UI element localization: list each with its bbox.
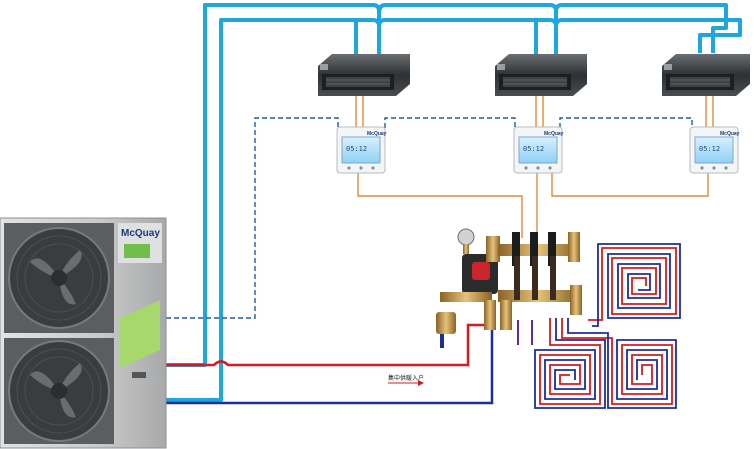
- thermostat-button[interactable]: [536, 166, 540, 170]
- thermostat-button[interactable]: [347, 166, 351, 170]
- thermostat-button[interactable]: [359, 166, 363, 170]
- manifold-label: 集中供暖入户: [388, 374, 424, 382]
- thermostat-screen: [694, 136, 734, 164]
- ducted-unit-middle: [495, 54, 587, 96]
- fan-bottom-icon: [8, 340, 110, 442]
- thermostat-display: 05:12: [346, 145, 367, 153]
- thermostat-display: 05:12: [699, 145, 720, 153]
- signal-wiring: [166, 117, 693, 319]
- outdoor-unit-brand: McQuay: [121, 228, 160, 239]
- thermostat-screen: [341, 136, 381, 164]
- eco-badge: [124, 244, 150, 258]
- thermostat-middle[interactable]: McQuay 05:12: [513, 126, 564, 174]
- thermostat-brand: McQuay: [720, 131, 740, 137]
- thermostat-right[interactable]: McQuay 05:12: [689, 126, 740, 174]
- control-wiring: [355, 95, 714, 238]
- refrigerant-piping: [166, 3, 742, 402]
- thermostat-button[interactable]: [524, 166, 528, 170]
- thermostat-button[interactable]: [724, 166, 728, 170]
- thermostat-button[interactable]: [712, 166, 716, 170]
- mixing-valve: [436, 312, 456, 334]
- thermostat-button[interactable]: [371, 166, 375, 170]
- floor-loop-lower-right: [561, 318, 677, 409]
- refrigerant-liquid-line: [166, 3, 728, 367]
- water-piping: [166, 323, 494, 405]
- ducted-unit-right: [662, 54, 750, 96]
- refrigerant-branch-lines: [377, 11, 558, 55]
- thermostat-screen: [518, 136, 558, 164]
- manifold-label-arrow: [388, 380, 424, 386]
- thermostat-brand: McQuay: [367, 131, 387, 137]
- supply-water-pipe: [166, 323, 484, 367]
- refrigerant-gas-line: [166, 18, 742, 402]
- thermostat-button[interactable]: [700, 166, 704, 170]
- floor-heating-loops: [517, 243, 681, 409]
- thermostat-button[interactable]: [548, 166, 552, 170]
- floor-loop-upper: [588, 243, 681, 327]
- water-manifold: 集中供暖入户: [388, 228, 582, 382]
- return-water-pipe: [166, 325, 494, 405]
- outdoor-unit: McQuay: [0, 217, 167, 449]
- pump-badge: [472, 262, 490, 280]
- side-panel-sticker: [120, 300, 160, 368]
- fan-top-icon: [8, 227, 110, 329]
- ducted-unit-left: [318, 54, 410, 96]
- pressure-gauge-icon: [457, 228, 475, 246]
- thermostat-left[interactable]: McQuay 05:12: [336, 126, 387, 174]
- floor-loop-lower-left: [534, 318, 606, 409]
- thermostat-brand: McQuay: [544, 131, 564, 137]
- thermostats: McQuay 05:12 McQuay 05:12 McQuay 05:12: [336, 126, 740, 174]
- indoor-units: [318, 54, 750, 96]
- thermostat-display: 05:12: [523, 145, 544, 153]
- manifold-purple-outlets: [517, 320, 533, 345]
